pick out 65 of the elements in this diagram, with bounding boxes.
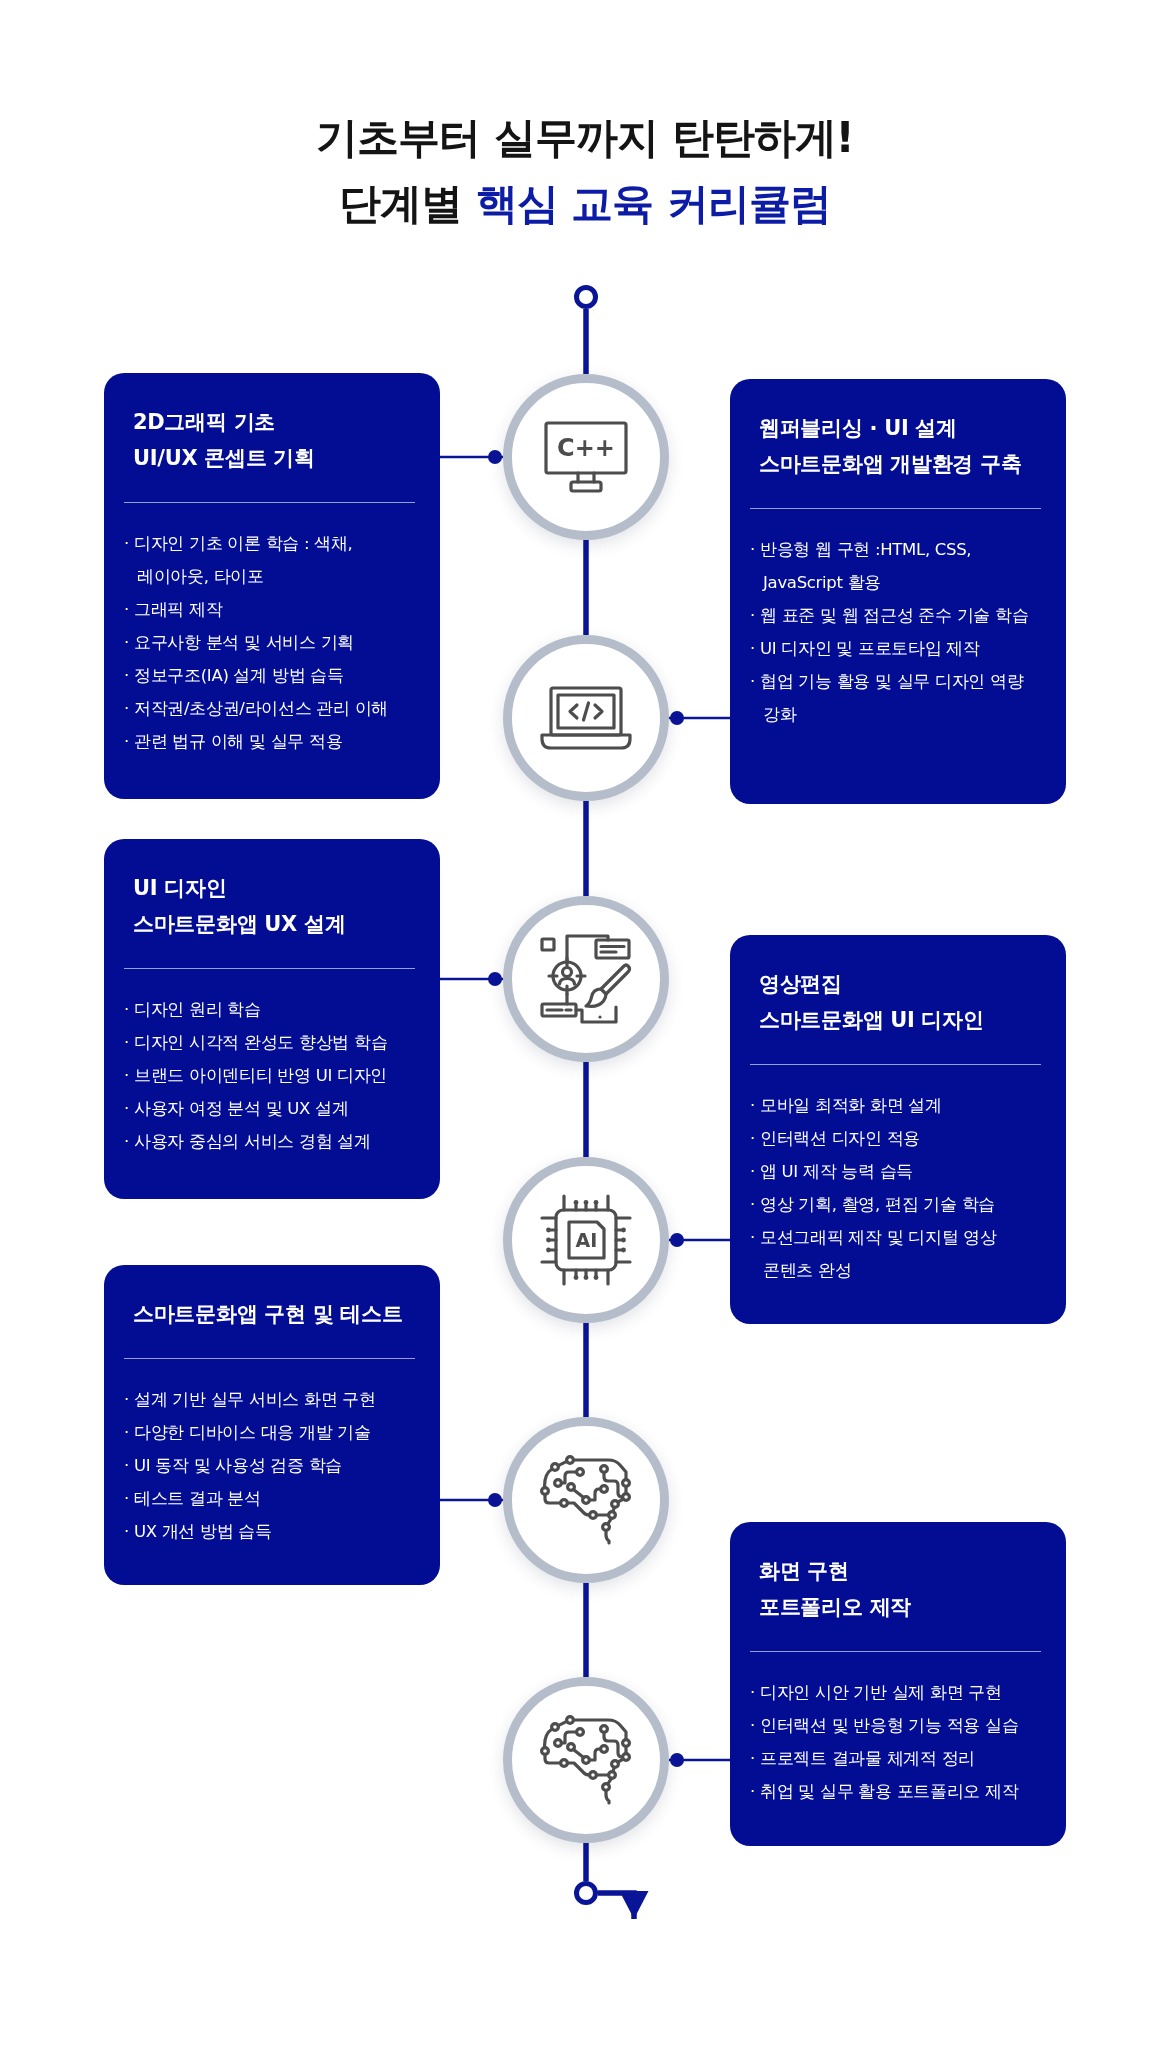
card-heading: 포트폴리오 제작 — [759, 1594, 911, 1621]
timeline-line — [583, 540, 589, 635]
list-item: · 테스트 결과 분석 — [124, 1488, 261, 1510]
list-item: · 모션그래픽 제작 및 디지털 영상 콘텐츠 완성 — [750, 1227, 998, 1282]
card-heading: 2D그래픽 기초 — [133, 409, 275, 436]
list-item: · 그래픽 제작 — [124, 599, 223, 621]
connector-line — [440, 450, 503, 464]
list-item: · 설계 기반 실무 서비스 화면 구현 — [124, 1389, 376, 1411]
timeline-ring — [574, 285, 598, 309]
connector-line — [669, 1233, 730, 1247]
list-item: · 사용자 중심의 서비스 경험 설계 — [124, 1131, 371, 1153]
card-heading: 스마트문화앱 UI 디자인 — [759, 1007, 984, 1034]
page-title: 기초부터 실무까지 탄탄하게! 단계별 핵심 교육 커리큘럼 — [315, 112, 855, 230]
course-card — [730, 1522, 1066, 1846]
list-item: · UI 디자인 및 프로토타입 제작 — [750, 638, 980, 660]
list-item: · 정보구조(IA) 설계 방법 습득 — [124, 665, 344, 687]
card-heading: 영상편집 — [759, 971, 842, 998]
card-heading: UI/UX 콘셉트 기획 — [133, 445, 315, 472]
list-item: · 협업 기능 활용 및 실무 디자인 역량 강화 — [750, 671, 1025, 726]
connector-line — [669, 711, 730, 725]
connector-line — [669, 1753, 730, 1767]
list-item: · 취업 및 실무 활용 포트폴리오 제작 — [750, 1781, 1019, 1803]
list-item: · 반응형 웹 구현 :HTML, CSS, JavaScript 활용 — [750, 539, 973, 594]
timeline-line — [583, 1062, 589, 1157]
list-item: · 관련 법규 이해 및 실무 적용 — [124, 731, 343, 753]
timeline-line — [583, 801, 589, 896]
timeline-line — [583, 1323, 589, 1417]
card-heading: 웹퍼블리싱 · UI 설계 — [759, 415, 957, 442]
card-heading: 스마트문화앱 개발환경 구축 — [759, 451, 1022, 478]
timeline-line — [583, 1843, 589, 1881]
list-item: · 인터랙션 및 반응형 기능 적용 실습 — [750, 1715, 1019, 1737]
timeline-line — [583, 309, 589, 374]
timeline-line — [583, 1583, 589, 1677]
list-item: · 다양한 디바이스 대응 개발 기술 — [124, 1422, 371, 1444]
connector-line — [440, 972, 503, 986]
list-item: · 앱 UI 제작 능력 습득 — [750, 1161, 913, 1183]
list-item: · 디자인 기초 이론 학습 : 색채, 레이아웃, 타이포 — [124, 533, 354, 588]
course-card — [730, 379, 1066, 804]
list-item: · 웹 표준 및 웹 접근성 준수 기술 학습 — [750, 605, 1029, 627]
timeline-ring — [574, 1881, 598, 1905]
course-card — [104, 373, 440, 799]
connector-line — [440, 1493, 503, 1507]
card-heading: UI 디자인 — [133, 875, 227, 902]
card-heading: 스마트문화앱 구현 및 테스트 — [133, 1301, 403, 1328]
list-item: · 프로젝트 결과물 체계적 정리 — [750, 1748, 976, 1770]
course-card — [730, 935, 1066, 1324]
card-heading: 스마트문화앱 UX 설계 — [133, 911, 346, 938]
list-item: · 영상 기획, 촬영, 편집 기술 학습 — [750, 1194, 995, 1216]
chip-text: AI — [575, 1230, 598, 1250]
list-item: · 저작권/초상권/라이선스 관리 이해 — [124, 698, 389, 720]
card-heading: 화면 구현 — [759, 1558, 849, 1585]
list-item: · 요구사항 분석 및 서비스 기획 — [124, 632, 355, 654]
list-item: · UI 동작 및 사용성 검증 학습 — [124, 1455, 342, 1477]
list-item: · 디자인 시안 기반 실제 화면 구현 — [750, 1682, 1002, 1704]
list-item: · UX 개선 방법 습득 — [124, 1521, 272, 1543]
list-item: · 인터랙션 디자인 적용 — [750, 1128, 921, 1150]
list-item: · 브랜드 아이덴티티 반영 UI 디자인 — [124, 1065, 388, 1087]
course-card — [104, 839, 440, 1199]
screen-text: C++ — [557, 436, 615, 460]
list-item: · 사용자 여정 분석 및 UX 설계 — [124, 1098, 349, 1120]
arrow — [598, 1890, 649, 1919]
course-card — [104, 1265, 440, 1585]
list-item: · 모바일 최적화 화면 설계 — [750, 1095, 942, 1117]
list-item: · 디자인 시각적 완성도 향상법 학습 — [124, 1032, 388, 1054]
list-item: · 디자인 원리 학습 — [124, 999, 261, 1021]
